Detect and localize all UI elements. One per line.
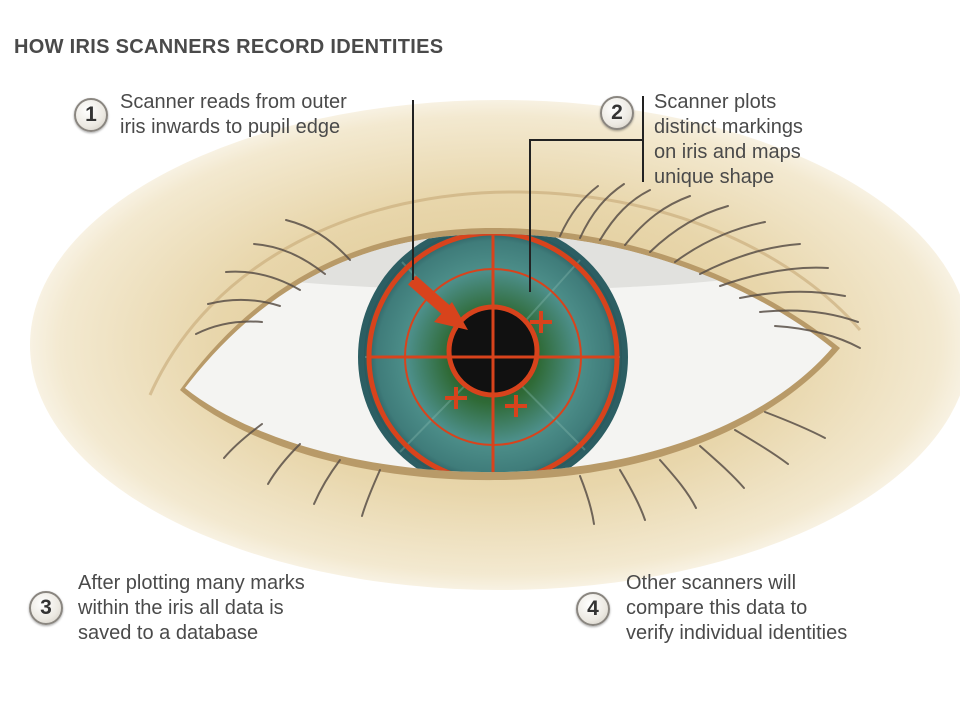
marking-crosses bbox=[445, 311, 552, 417]
step-1-text: Scanner reads from outer iris inwards to… bbox=[120, 91, 347, 138]
step-1-badge: 1 bbox=[74, 98, 108, 132]
step-1-number: 1 bbox=[85, 103, 97, 126]
eyelashes bbox=[195, 183, 861, 525]
callout-line-2-branch bbox=[529, 139, 643, 292]
step-2-badge: 2 bbox=[600, 96, 634, 130]
callout-lines bbox=[412, 96, 644, 292]
scan-arrow bbox=[408, 275, 468, 330]
diagram-title: HOW IRIS SCANNERS RECORD IDENTITIES bbox=[14, 36, 444, 58]
lid-crease bbox=[148, 190, 862, 396]
step-2-number: 2 bbox=[611, 101, 623, 124]
step-4-text: Other scanners will compare this data to… bbox=[626, 572, 848, 644]
step-3-text: After plotting many marks within the iri… bbox=[78, 572, 305, 644]
step-4-number: 4 bbox=[587, 597, 599, 620]
step-4-badge: 4 bbox=[576, 592, 610, 626]
step-3-number: 3 bbox=[40, 596, 52, 619]
step-2-text: Scanner plots distinct markings on iris … bbox=[654, 91, 803, 188]
step-3-badge: 3 bbox=[29, 591, 63, 625]
